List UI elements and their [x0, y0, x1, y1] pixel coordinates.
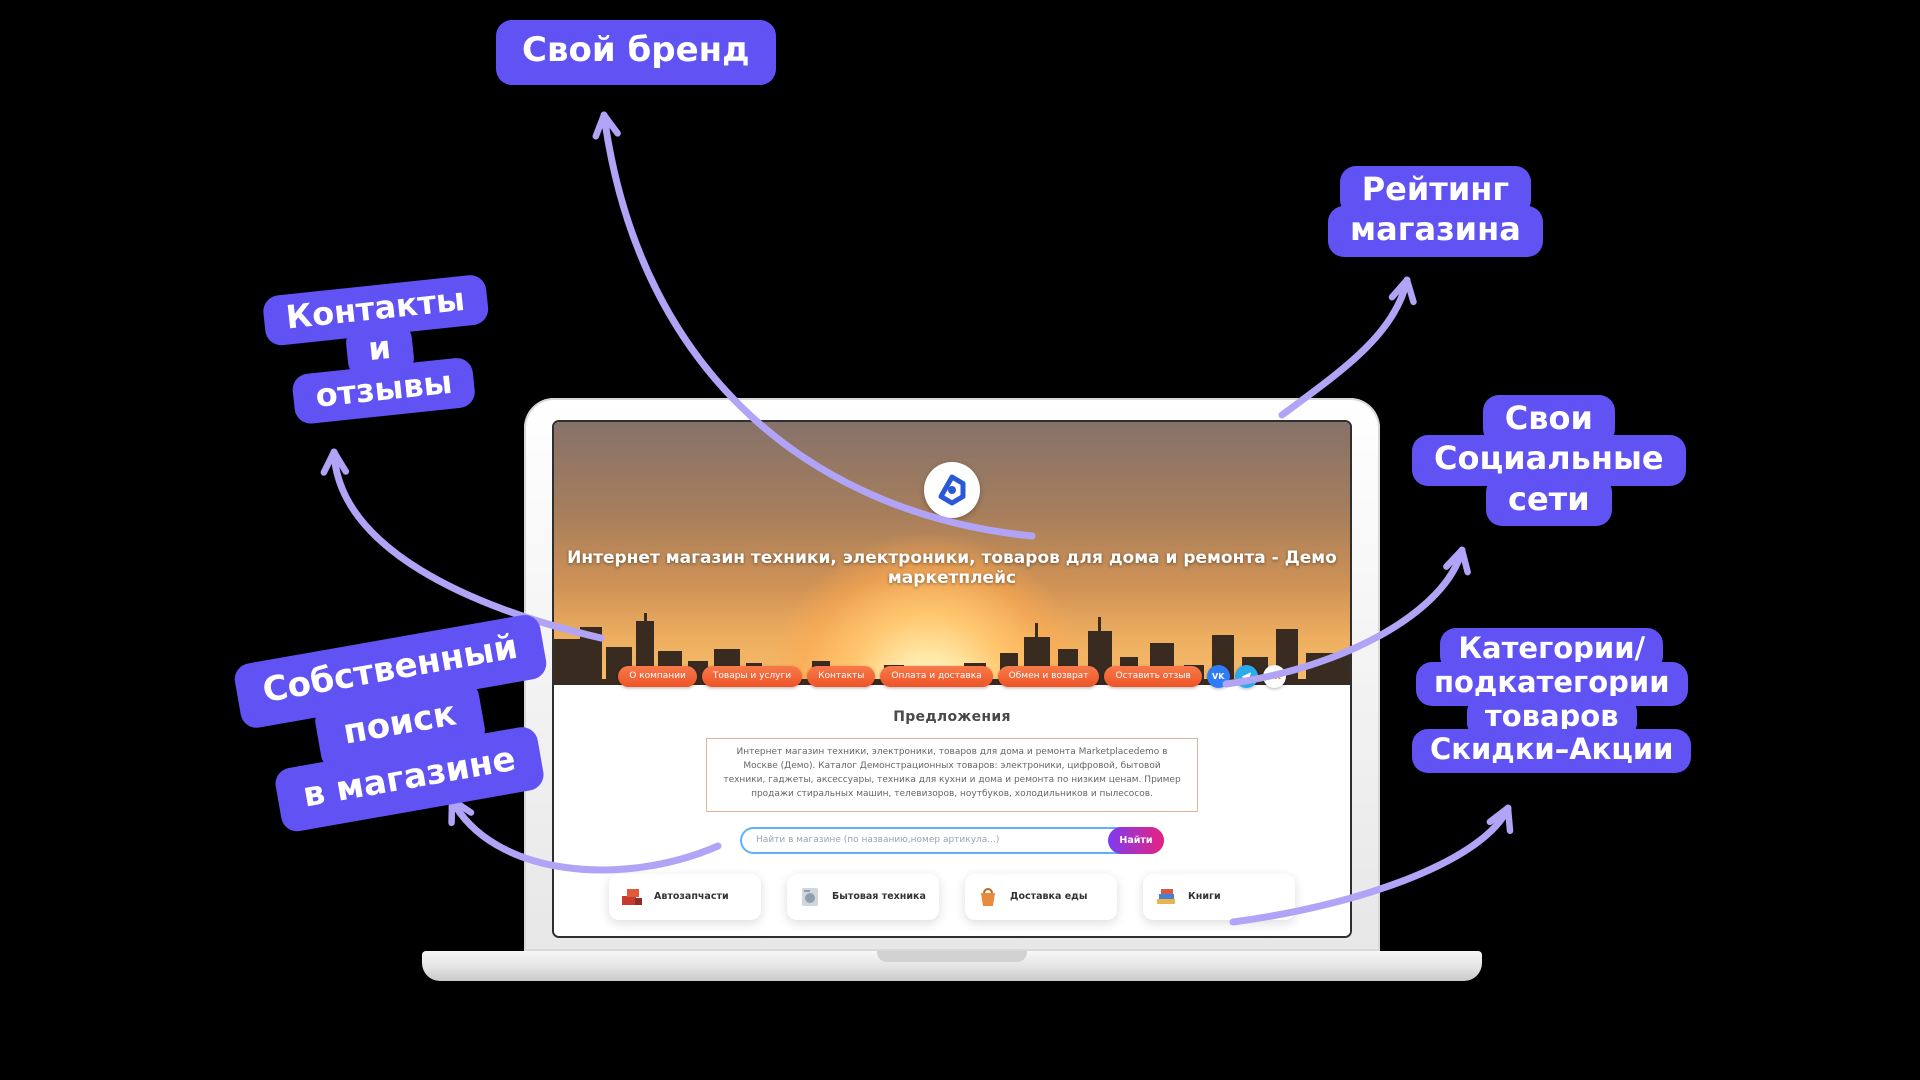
callout-categories-line: Скидки–Акции — [1412, 729, 1692, 774]
category-card-autoparts[interactable]: Автозапчасти — [609, 873, 761, 920]
search-button[interactable]: Найти — [1108, 826, 1164, 854]
callout-social-networks-line: сети — [1485, 475, 1612, 527]
ok-icon[interactable]: OK — [1262, 665, 1286, 688]
category-label: Автозапчасти — [654, 891, 729, 903]
callout-own-brand: Свой бренд — [496, 20, 776, 85]
vk-icon[interactable]: VK — [1206, 665, 1230, 688]
category-label: Бытовая техника — [832, 891, 926, 903]
nav-item-products[interactable]: Товары и услуги — [701, 666, 803, 687]
store-description: Интернет магазин техники, электроники, т… — [706, 738, 1198, 812]
vk-label: VK — [1212, 672, 1225, 681]
search-input[interactable] — [740, 826, 1164, 854]
site-title: Интернет магазин техники, электроники, т… — [567, 548, 1337, 588]
site-logo[interactable] — [924, 462, 980, 518]
callout-contacts-reviews-line: отзывы — [291, 356, 477, 426]
site-nav: О компании Товары и услуги Контакты Опла… — [554, 665, 1350, 688]
autoparts-icon — [622, 888, 642, 905]
nav-item-contacts[interactable]: Контакты — [807, 666, 876, 687]
site-logo-icon — [938, 474, 966, 506]
category-label: Доставка еды — [1010, 891, 1088, 903]
laptop-mockup: Интернет магазин техники, электроники, т… — [524, 398, 1380, 951]
category-cards: Автозапчасти Бытовая техника — [554, 873, 1350, 920]
nav-item-payment-delivery[interactable]: Оплата и доставка — [880, 666, 993, 687]
laptop-base — [422, 951, 1482, 981]
appliance-icon — [802, 887, 818, 906]
ok-label: OK — [1267, 672, 1281, 681]
paper-plane-icon — [1241, 672, 1251, 681]
category-card-appliances[interactable]: Бытовая техника — [787, 873, 939, 920]
hero-banner: Интернет магазин техники, электроники, т… — [554, 422, 1350, 685]
nav-item-about[interactable]: О компании — [618, 666, 697, 687]
offers-panel: Предложения Интернет магазин техники, эл… — [554, 685, 1350, 936]
nav-item-leave-review[interactable]: Оставить отзыв — [1104, 666, 1202, 687]
callout-contacts-reviews: Контакты и отзывы — [261, 273, 498, 428]
callout-own-brand-text: Свой бренд — [496, 20, 776, 85]
callout-store-rating: Рейтинг магазина — [1328, 166, 1543, 257]
nav-item-exchange-return[interactable]: Обмен и возврат — [997, 666, 1100, 687]
category-label: Книги — [1188, 891, 1221, 903]
books-icon — [1157, 888, 1175, 904]
callout-own-search: Собственный поиск в магазине — [232, 612, 568, 838]
store-search: Найти — [740, 826, 1164, 854]
category-card-books[interactable]: Книги — [1143, 873, 1295, 920]
offers-heading: Предложения — [893, 709, 1011, 725]
category-card-food-delivery[interactable]: Доставка еды — [965, 873, 1117, 920]
food-bag-icon — [981, 887, 995, 906]
laptop-screen: Интернет магазин техники, электроники, т… — [554, 422, 1350, 936]
arrow-store-rating — [1278, 276, 1417, 419]
callout-store-rating-line: магазина — [1328, 206, 1543, 257]
callout-social-networks: Свои Социальные сети — [1412, 395, 1686, 527]
telegram-icon[interactable] — [1234, 665, 1258, 688]
callout-categories: Категории/ подкатегории товаров Скидки–А… — [1412, 628, 1692, 774]
